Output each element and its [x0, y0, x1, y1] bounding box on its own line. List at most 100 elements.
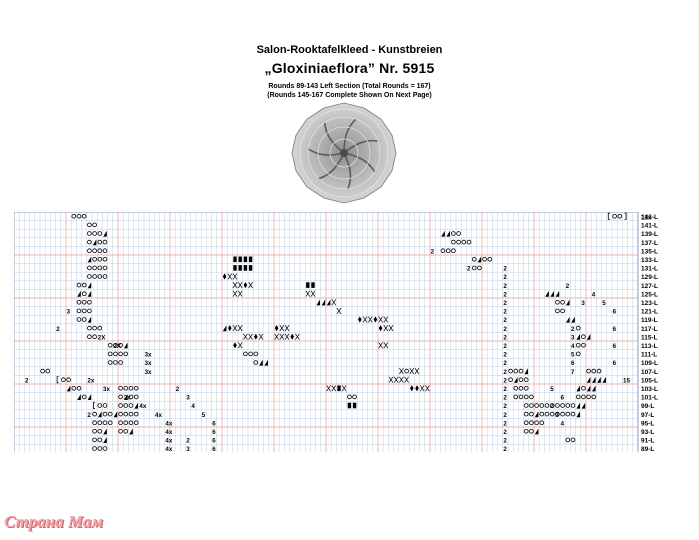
stitch-count-label: 2 — [503, 403, 507, 410]
stitch-count-label: 2 — [503, 377, 507, 384]
yarn-over-symbol — [123, 429, 129, 434]
yarn-over-symbol — [87, 308, 92, 314]
yarn-over-symbol — [128, 394, 134, 400]
yarn-over-symbol — [575, 343, 581, 348]
decrease-symbol — [87, 290, 92, 297]
decrease-symbol — [259, 359, 263, 366]
stitch-count-label: 4 — [561, 420, 565, 427]
stitch-count-label: 2 — [503, 309, 507, 316]
yarn-over-symbol — [97, 231, 103, 236]
diamond-symbol — [243, 282, 248, 289]
round-label: 137-L — [641, 240, 658, 247]
cross-symbol — [399, 368, 404, 375]
decrease-symbol — [534, 428, 539, 435]
yarn-over-symbol — [87, 274, 92, 279]
round-label: 115-L — [641, 334, 658, 341]
diamond-symbol — [290, 333, 294, 340]
yarn-over-symbol — [76, 317, 82, 322]
round-label: 103-L — [641, 386, 658, 393]
yarn-over-symbol — [118, 351, 123, 357]
decrease-symbol — [92, 239, 97, 246]
yarn-over-symbol — [123, 351, 129, 357]
yarn-over-symbol — [565, 403, 571, 408]
cross-symbol — [388, 376, 394, 383]
yarn-over-symbol — [565, 411, 571, 417]
filled-square-symbol — [243, 256, 248, 263]
decrease-symbol — [534, 411, 539, 418]
yarn-over-symbol — [76, 308, 82, 314]
decrease-symbol — [98, 411, 102, 418]
stitch-count-label: 15 — [623, 377, 630, 384]
yarn-over-symbol — [523, 394, 529, 400]
decrease-symbol — [586, 385, 591, 392]
yarn-over-symbol — [451, 239, 456, 245]
decrease-symbol — [316, 299, 320, 306]
yarn-over-symbol — [549, 411, 555, 417]
decrease-symbol — [555, 290, 560, 297]
yarn-over-symbol — [81, 317, 87, 322]
yarn-over-symbol — [118, 403, 123, 408]
yarn-over-symbol — [102, 446, 108, 451]
yarn-over-symbol — [92, 429, 97, 434]
diamond-symbol — [222, 273, 227, 280]
yarn-over-symbol — [97, 446, 103, 451]
cross-symbol — [326, 385, 331, 392]
yarn-over-symbol — [617, 214, 623, 219]
stitch-count-label: 3x — [145, 352, 152, 359]
stitch-count-label: 2x — [87, 377, 94, 384]
decrease-symbol — [321, 299, 326, 306]
cross-symbol — [295, 333, 300, 340]
yarn-over-symbol — [560, 300, 565, 305]
yarn-over-symbol — [529, 394, 534, 400]
yarn-over-symbol — [87, 300, 92, 305]
yarn-over-symbol — [113, 360, 118, 365]
cross-symbol — [305, 290, 311, 297]
filled-square-symbol — [238, 256, 242, 263]
filled-square-symbol — [233, 265, 237, 271]
yarn-over-symbol — [113, 351, 118, 357]
yarn-over-symbol — [581, 334, 586, 339]
yarn-over-symbol — [591, 368, 597, 374]
decrease-symbol — [586, 376, 591, 383]
yarn-over-symbol — [81, 394, 87, 400]
yarn-over-symbol — [586, 394, 591, 400]
cross-symbol — [284, 333, 290, 340]
yarn-over-symbol — [555, 300, 560, 305]
stitch-count-label: 4x — [139, 403, 146, 410]
yarn-over-symbol — [575, 325, 581, 331]
stitch-count-label: 6 — [212, 446, 216, 452]
yarn-over-symbol — [508, 368, 513, 374]
cross-symbol — [284, 325, 290, 332]
round-label: 121-L — [641, 309, 658, 316]
stitch-count-label: 6 — [613, 343, 617, 350]
yarn-over-symbol — [102, 256, 108, 262]
decrease-symbol — [566, 299, 570, 306]
cross-symbol — [248, 282, 253, 289]
cross-symbol — [341, 385, 347, 392]
yarn-over-symbol — [76, 214, 82, 219]
yarn-over-symbol — [97, 239, 103, 245]
round-label: 99-L — [641, 403, 654, 410]
decrease-symbol — [124, 342, 128, 349]
yarn-over-symbol — [544, 411, 550, 417]
yarn-over-symbol — [102, 265, 108, 271]
yarn-over-symbol — [586, 368, 591, 374]
stitch-count-label: 2 — [503, 429, 507, 436]
stitch-count-label: 2 — [503, 300, 507, 307]
yarn-over-symbol — [596, 368, 602, 374]
yarn-over-symbol — [123, 403, 129, 408]
stitch-count-label: 3 — [555, 412, 559, 419]
cross-symbol — [419, 385, 425, 392]
yarn-over-symbol — [128, 411, 134, 417]
stitch-count-label: 3 — [571, 334, 575, 341]
yarn-over-symbol — [102, 239, 108, 245]
yarn-over-symbol — [575, 351, 581, 357]
yarn-over-symbol — [513, 386, 519, 391]
yarn-over-symbol — [71, 386, 77, 391]
diamond-symbol — [410, 385, 414, 392]
yarn-over-symbol — [97, 429, 103, 434]
yarn-over-symbol — [76, 300, 82, 305]
stitch-count-label: 2 — [566, 283, 570, 290]
cross-symbol — [310, 290, 316, 297]
